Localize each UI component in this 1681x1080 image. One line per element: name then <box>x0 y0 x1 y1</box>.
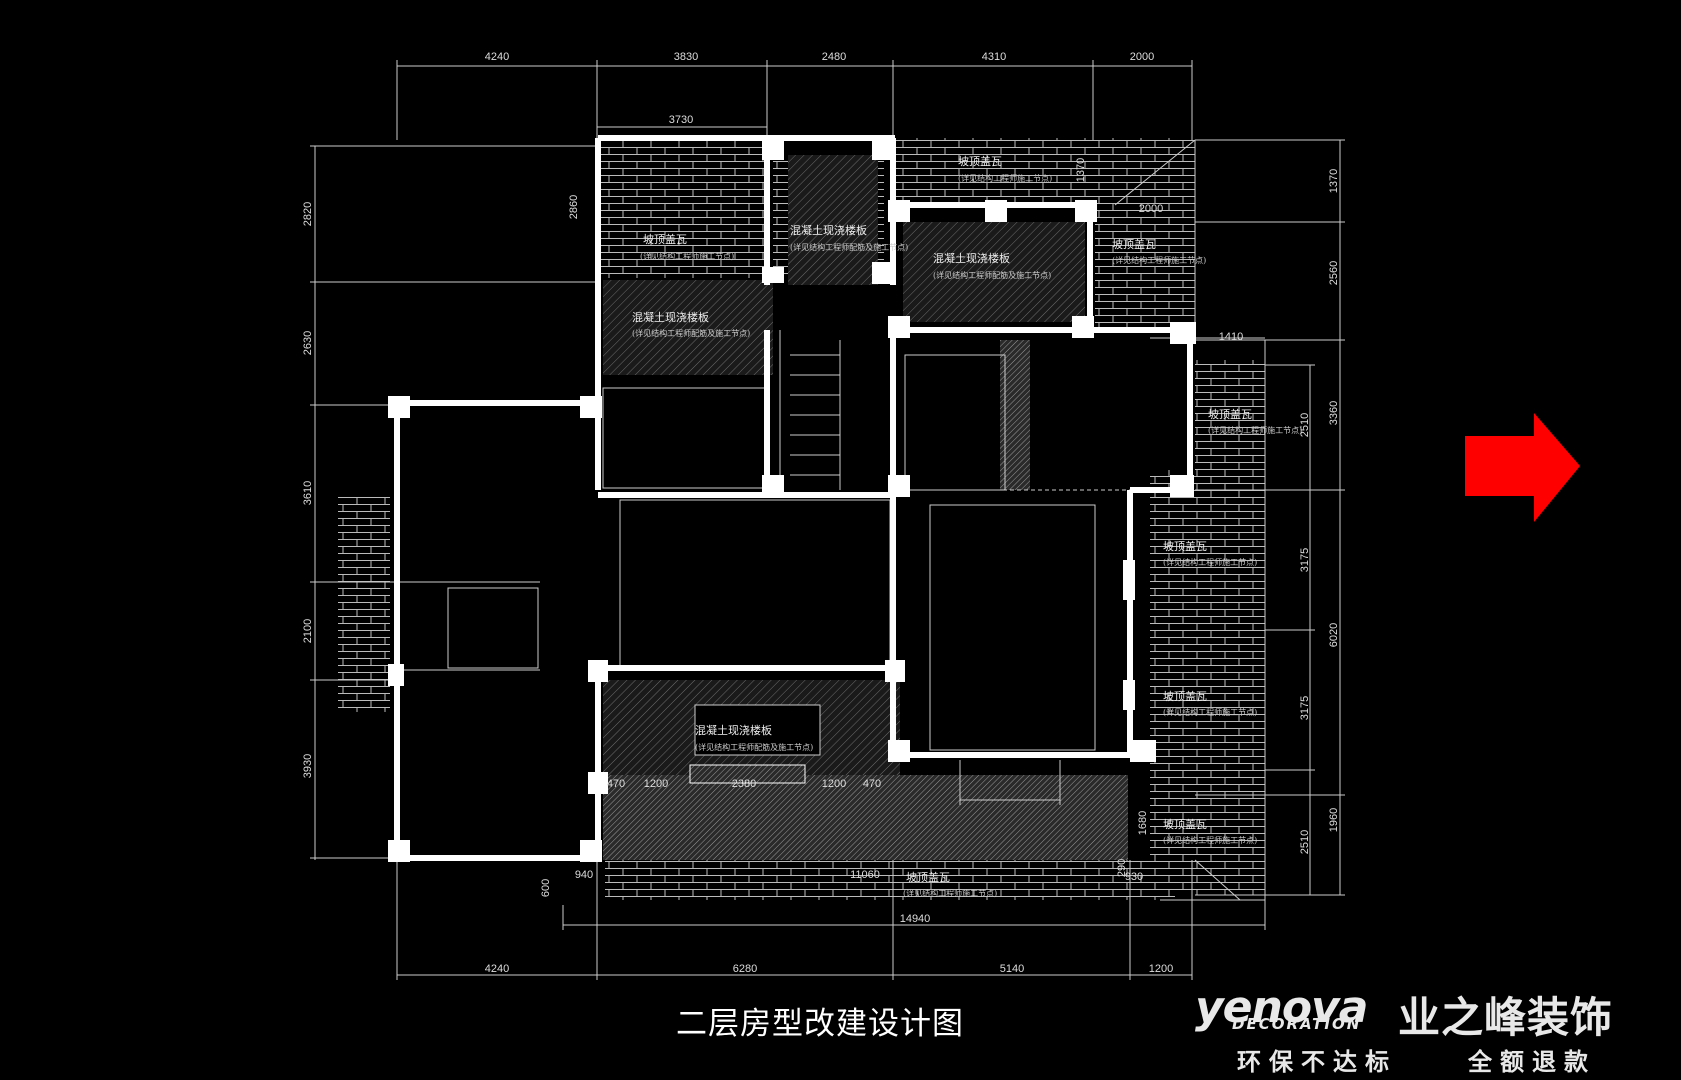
roof-note-6: (详见结构工程师施工节点) <box>1163 707 1257 717</box>
dim-11060: 11060 <box>850 869 880 881</box>
slab-note-3: (详见结构工程师配筋及施工节点) <box>933 270 1051 280</box>
brand-slogan-2: 全额退款 <box>1468 1048 1596 1076</box>
roof-label-3: 坡顶盖瓦 <box>1112 237 1156 251</box>
roof-tile-zones <box>338 138 1265 900</box>
dim-right-5: 1960 <box>1328 808 1340 832</box>
dim-right-2: 2560 <box>1328 261 1340 285</box>
slab-label-box <box>694 704 821 756</box>
dim-1200-b: 1200 <box>822 778 846 790</box>
dim-right-3: 3360 <box>1328 401 1340 425</box>
dimension-right: 1370 2560 3360 6020 1960 2510 3175 3175 … <box>1299 169 1340 854</box>
brand-slogan-1: 环保不达标 <box>1237 1048 1397 1076</box>
dim-600: 600 <box>540 879 552 897</box>
dim-2380: 2380 <box>732 778 756 790</box>
dimension-top: 4240 3830 2480 4310 2000 3730 <box>485 51 1154 126</box>
area-labels: 坡顶盖瓦 (详见结构工程师施工节点) 坡顶盖瓦 (详见结构工程师施工节点) 坡顶… <box>632 154 1302 898</box>
right-arrow-icon <box>1465 413 1580 522</box>
dim-right-inner-2: 3175 <box>1299 548 1311 572</box>
dim-left-5: 3930 <box>302 754 314 778</box>
dimension-left: 2820 2630 3610 2100 3930 2860 600 1680 2… <box>302 158 1149 897</box>
dim-top-5: 2000 <box>1130 51 1154 63</box>
drawing-caption: 二层房型改建设计图 <box>676 1006 964 1042</box>
roof-note-8: (详见结构工程师施工节点) <box>903 888 997 898</box>
dim-top-3: 2480 <box>822 51 846 63</box>
dim-bottom-1: 4240 <box>485 963 509 975</box>
brand-logo-sub: DECORATION <box>1232 1015 1362 1033</box>
roof-note-2: (详见结构工程师施工节点) <box>958 173 1052 183</box>
dim-left-2: 2630 <box>302 331 314 355</box>
dim-right-inner-1: 2510 <box>1299 413 1311 437</box>
dim-left-1: 2820 <box>302 202 314 226</box>
roof-label-2: 坡顶盖瓦 <box>958 154 1002 168</box>
dim-470-a: 470 <box>607 778 625 790</box>
dim-bottom-3: 5140 <box>1000 963 1024 975</box>
slab-note-2: (详见结构工程师配筋及施工节点) <box>790 242 908 252</box>
roof-label-5: 坡顶盖瓦 <box>1163 539 1207 553</box>
roof-note-3: (详见结构工程师施工节点) <box>1112 255 1206 265</box>
roof-label-1: 坡顶盖瓦 <box>643 232 687 246</box>
dim-top-1: 4240 <box>485 51 509 63</box>
roof-label-6: 坡顶盖瓦 <box>1163 689 1207 703</box>
dim-290: 290 <box>1116 859 1128 877</box>
brand-logo-en: yenova <box>1195 982 1368 1033</box>
roof-note-5: (详见结构工程师施工节点) <box>1163 557 1257 567</box>
dim-2860: 2860 <box>568 195 580 219</box>
dim-1370-inner: 1370 <box>1075 158 1087 182</box>
roof-note-4: (详见结构工程师施工节点) <box>1208 425 1302 435</box>
roof-label-4: 坡顶盖瓦 <box>1208 407 1252 421</box>
dim-1410: 1410 <box>1219 331 1243 343</box>
dimension-bottom: 4240 6280 5140 1200 14940 940 11060 930 … <box>485 203 1243 975</box>
brand-logo-cn: 业之峰装饰 <box>1398 993 1614 1042</box>
slab-note-4: (详见结构工程师配筋及施工节点) <box>695 742 813 752</box>
dim-bottom-4: 1200 <box>1149 963 1173 975</box>
dim-right-inner-3: 3175 <box>1299 696 1311 720</box>
dim-right-4: 6020 <box>1328 623 1340 647</box>
window-sill <box>689 764 806 784</box>
slab-label-1: 混凝土现浇楼板 <box>632 310 709 324</box>
dim-14940: 14940 <box>900 913 931 925</box>
dim-1200-a: 1200 <box>644 778 668 790</box>
dim-left-3: 3610 <box>302 481 314 505</box>
slab-note-1: (详见结构工程师配筋及施工节点) <box>632 328 750 338</box>
dim-left-4: 2100 <box>302 619 314 643</box>
dim-1680: 1680 <box>1137 811 1149 835</box>
dim-2000: 2000 <box>1139 203 1163 215</box>
dim-470-b: 470 <box>863 778 881 790</box>
dim-top-4: 4310 <box>982 51 1006 63</box>
dim-right-1: 1370 <box>1328 169 1340 193</box>
dim-3730: 3730 <box>669 114 693 126</box>
roof-note-1: (详见结构工程师施工节点) <box>640 251 734 261</box>
slab-label-2: 混凝土现浇楼板 <box>790 223 867 237</box>
walls <box>394 135 1193 861</box>
structural-columns <box>388 138 1196 862</box>
dim-940: 940 <box>575 869 593 881</box>
roof-label-7: 坡顶盖瓦 <box>1163 817 1207 831</box>
roof-label-8: 坡顶盖瓦 <box>906 870 950 884</box>
slab-label-3: 混凝土现浇楼板 <box>933 251 1010 265</box>
dim-right-inner-4: 2510 <box>1299 830 1311 854</box>
dim-top-2: 3830 <box>674 51 698 63</box>
slab-label-4: 混凝土现浇楼板 <box>695 723 772 737</box>
dim-bottom-2: 6280 <box>733 963 757 975</box>
dim-930: 930 <box>1125 871 1143 883</box>
roof-note-7: (详见结构工程师施工节点) <box>1163 835 1257 845</box>
